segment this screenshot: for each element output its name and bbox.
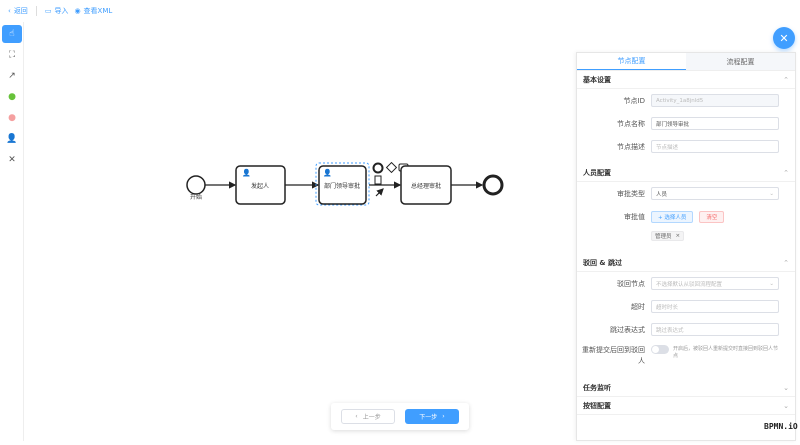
field-node-name: 节点名称 部门领导审批 [577,112,795,135]
select-person-button[interactable]: + 选择人员 [651,210,694,223]
task-general-manager-label: 总经理审批 [411,182,441,190]
start-event[interactable] [186,175,206,195]
task-dept-leader-label: 部门领导审批 [324,182,360,190]
hand-tool-icon[interactable]: ☝ [2,25,22,43]
user-task-icon: 👤 [242,168,251,177]
step-navigation: ‹上一步 下一步› [331,403,469,430]
section-people-header[interactable]: 人员配置⌃ [577,164,795,182]
node-name-input[interactable]: 部门领导审批 [651,117,779,130]
field-timeout: 超时 超时时长 [577,295,795,318]
field-node-id: 节点ID Activity_1a8jnld5 [577,89,795,112]
user-task-icon: 👤 [323,168,332,177]
chevron-left-icon: ‹ [355,413,358,420]
chevron-right-icon: › [442,413,445,420]
field-skip-expression: 跳过表达式 跳过表达式 [577,318,795,341]
close-icon: ✕ [779,31,789,45]
connect-tool-icon[interactable]: ↗ [8,71,16,81]
chevron-down-icon: ⌄ [783,401,789,410]
lasso-tool-icon[interactable]: ⛶ [8,50,16,60]
next-step-button[interactable]: 下一步› [405,409,459,424]
start-event-label: 开始 [190,193,202,201]
node-id-input: Activity_1a8jnld5 [651,94,779,107]
chevron-up-icon: ⌃ [783,75,789,84]
selected-tags: 管理员× [577,228,795,244]
task-initiator-label: 发起人 [251,182,269,190]
section-reject-header[interactable]: 驳回 & 跳过⌃ [577,254,795,272]
context-connect-icon[interactable] [375,188,384,197]
section-buttons-header[interactable]: 按钮配置⌄ [577,397,795,415]
resubmit-toggle[interactable] [651,345,669,354]
close-panel-button[interactable]: ✕ [773,27,795,49]
prev-step-button[interactable]: ‹上一步 [341,409,395,424]
chevron-up-icon: ⌃ [783,258,789,267]
chevron-down-icon: ⌄ [769,190,774,197]
end-event-icon[interactable]: ● [8,113,16,123]
user-task-icon[interactable]: 👤 [6,134,18,144]
folder-icon: ▭ [44,7,52,15]
reject-node-select[interactable]: 不选择默认从驳回流程配置⌄ [651,277,779,290]
selection-outline [315,162,370,206]
chevron-left-icon: ‹ [8,7,11,15]
field-resubmit: 重新提交后回到驳回人 开启后，被驳回人重新提交时直接回到驳回人节点 [577,341,795,371]
skip-expression-input[interactable]: 跳过表达式 [651,323,779,336]
field-approve-type: 审批类型 人员⌄ [577,182,795,205]
tool-palette: ☝ ⛶ ↗ ● ● 👤 ✕ [0,22,24,441]
section-listener-header[interactable]: 任务监听⌄ [577,379,795,397]
approve-type-select[interactable]: 人员⌄ [651,187,779,200]
chevron-up-icon: ⌃ [783,168,789,177]
bpmn-diagram: 开始 👤 发起人 👤 部门领导审批 总经理审批 [186,161,504,206]
import-button[interactable]: ▭导入 [44,7,69,15]
person-tag: 管理员× [651,231,685,241]
task-dept-leader[interactable] [318,165,367,205]
start-event-icon[interactable]: ● [8,92,16,102]
end-event[interactable] [482,174,504,196]
eye-icon: ◉ [74,7,81,15]
bpmn-io-logo[interactable]: BPMN.iO [764,422,798,431]
bpmn-canvas[interactable]: 开始 👤 发起人 👤 部门领导审批 总经理审批 [25,22,575,441]
panel-tabs: 节点配置 流程配置 [577,53,795,71]
section-basic-header[interactable]: 基本设置⌃ [577,71,795,89]
context-gateway-icon[interactable] [385,161,398,174]
tab-process-config[interactable]: 流程配置 [686,53,795,70]
tab-node-config[interactable]: 节点配置 [577,53,686,70]
back-link[interactable]: ‹返回 [8,7,28,15]
chevron-down-icon: ⌄ [769,280,774,287]
field-reject-node: 驳回节点 不选择默认从驳回流程配置⌄ [577,272,795,295]
clear-button[interactable]: 清空 [699,210,725,223]
timeout-input[interactable]: 超时时长 [651,300,779,313]
divider [35,6,37,16]
resubmit-description: 开启后，被驳回人重新提交时直接回到驳回人节点 [673,346,779,359]
exclusive-gateway-icon[interactable]: ✕ [8,155,16,165]
context-end-event-icon[interactable] [372,162,384,174]
field-node-desc: 节点描述 节点描述 [577,135,795,158]
node-desc-input[interactable]: 节点描述 [651,140,779,153]
view-xml-button[interactable]: ◉查看XML [74,7,113,15]
top-toolbar: ‹返回 ▭导入 ◉查看XML [0,0,800,22]
close-icon[interactable]: × [675,233,681,239]
field-approve-value: 审批值 + 选择人员 清空 [577,205,795,228]
context-delete-icon[interactable] [374,175,382,185]
chevron-down-icon: ⌄ [783,383,789,392]
properties-panel: 节点配置 流程配置 基本设置⌃ 节点ID Activity_1a8jnld5 节… [576,52,796,441]
